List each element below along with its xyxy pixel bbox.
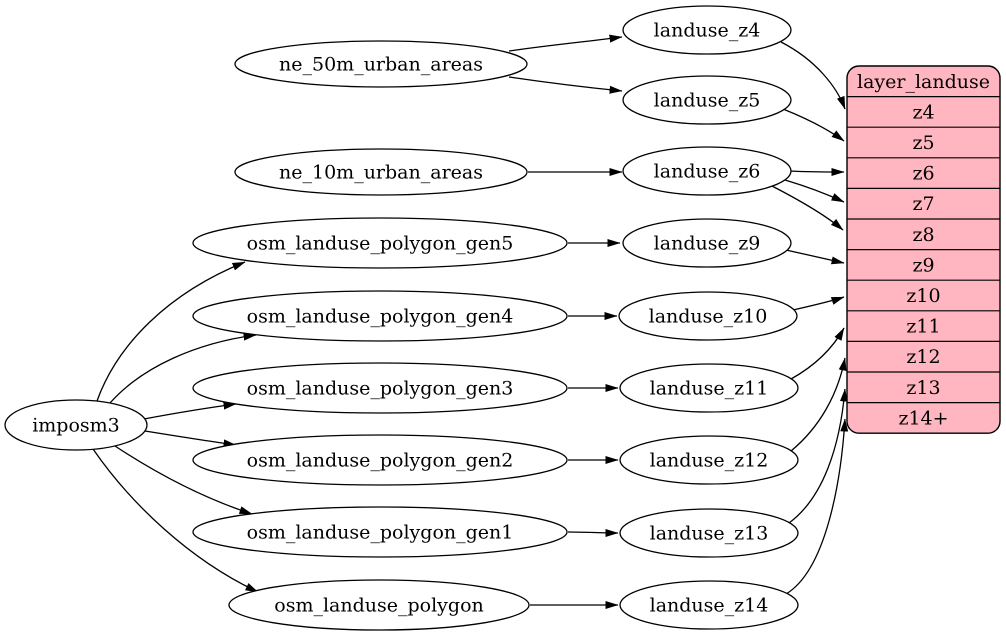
edge-landuse_z5-to-layer_landuse.z5 — [782, 108, 845, 142]
node-landuse_z11: landuse_z11 — [619, 363, 799, 413]
node-label-landuse_z14: landuse_z14 — [650, 594, 769, 616]
node-imposm3: imposm3 — [4, 399, 148, 451]
node-ellipse-ne_10m_urban_areas — [234, 148, 528, 196]
edge-landuse_z4-to-layer_landuse.z4 — [780, 41, 846, 110]
table-row-z10: z10 — [906, 285, 940, 307]
node-landuse_z12: landuse_z12 — [619, 435, 799, 485]
node-osm_landuse_polygon_gen5: osm_landuse_polygon_gen5 — [192, 217, 568, 269]
edge-osm_landuse_polygon_gen1-to-landuse_z13 — [567, 528, 619, 537]
table-row-z5: z5 — [912, 132, 934, 154]
edge-imposm3-to-osm_landuse_polygon_gen3 — [143, 401, 237, 420]
node-ellipse-landuse_z11 — [619, 363, 799, 413]
node-osm_landuse_polygon_gen2: osm_landuse_polygon_gen2 — [192, 434, 568, 486]
edge-landuse_z6-to-layer_landuse.z7 — [784, 179, 845, 203]
edge-imposm3-to-osm_landuse_polygon_gen2 — [144, 430, 237, 448]
node-landuse_z13: landuse_z13 — [619, 508, 799, 558]
node-label-landuse_z4: landuse_z4 — [654, 19, 761, 41]
node-ellipse-landuse_z14 — [619, 580, 799, 630]
node-ellipse-osm_landuse_polygon_gen2 — [192, 434, 568, 486]
table-row-z11: z11 — [906, 316, 940, 338]
node-label-landuse_z6: landuse_z6 — [654, 160, 761, 182]
node-ellipse-osm_landuse_polygon_gen5 — [192, 217, 568, 269]
node-landuse_z14: landuse_z14 — [619, 580, 799, 630]
node-ellipse-imposm3 — [4, 399, 148, 451]
node-label-osm_landuse_polygon: osm_landuse_polygon — [274, 594, 484, 616]
node-label-imposm3: imposm3 — [32, 414, 120, 436]
node-ellipse-osm_landuse_polygon_gen1 — [192, 506, 568, 558]
node-ellipse-osm_landuse_polygon_gen3 — [192, 362, 568, 414]
node-ne_50m_urban_areas: ne_50m_urban_areas — [234, 40, 528, 88]
node-ellipse-landuse_z5 — [622, 75, 792, 125]
node-landuse_z5: landuse_z5 — [622, 75, 792, 125]
node-landuse_z9: landuse_z9 — [622, 218, 792, 268]
node-label-osm_landuse_polygon_gen1: osm_landuse_polygon_gen1 — [247, 521, 514, 543]
table-row-z13: z13 — [906, 377, 940, 399]
edge-landuse_z12-to-layer_landuse.z12 — [790, 357, 847, 452]
node-ellipse-landuse_z13 — [619, 508, 799, 558]
edge-imposm3-to-osm_landuse_polygon_gen1 — [114, 445, 253, 515]
node-landuse_z10: landuse_z10 — [618, 291, 798, 341]
table-row-z14+: z14+ — [898, 407, 948, 429]
edge-ne_50m_urban_areas-to-landuse_z4 — [508, 34, 623, 52]
edge-landuse_z11-to-layer_landuse.z11 — [790, 327, 845, 380]
node-landuse_z6: landuse_z6 — [622, 146, 792, 196]
table-row-z9: z9 — [912, 254, 934, 276]
edge-landuse_z9-to-layer_landuse.z9 — [785, 249, 845, 265]
node-ellipse-landuse_z6 — [622, 146, 792, 196]
edge-imposm3-to-osm_landuse_polygon_gen5 — [96, 261, 246, 402]
node-label-landuse_z11: landuse_z11 — [650, 377, 769, 399]
edges-layer — [92, 34, 849, 610]
edge-landuse_z6-to-layer_landuse.z6 — [789, 167, 845, 176]
node-landuse_z4: landuse_z4 — [622, 5, 792, 55]
node-ellipse-landuse_z9 — [622, 218, 792, 268]
table-row-z12: z12 — [906, 346, 940, 368]
edge-ne_50m_urban_areas-to-landuse_z5 — [508, 76, 623, 94]
node-label-ne_50m_urban_areas: ne_50m_urban_areas — [279, 53, 483, 75]
node-label-osm_landuse_polygon_gen3: osm_landuse_polygon_gen3 — [247, 377, 514, 399]
node-label-landuse_z13: landuse_z13 — [650, 522, 769, 544]
edge-imposm3-to-osm_landuse_polygon_gen4 — [109, 332, 257, 404]
table-row-z8: z8 — [912, 224, 934, 246]
table-row-z7: z7 — [912, 193, 934, 215]
node-label-landuse_z10: landuse_z10 — [649, 305, 768, 327]
node-osm_landuse_polygon: osm_landuse_polygon — [228, 579, 530, 631]
node-ne_10m_urban_areas: ne_10m_urban_areas — [234, 148, 528, 196]
node-ellipse-landuse_z12 — [619, 435, 799, 485]
table-row-z4: z4 — [912, 101, 934, 123]
node-label-osm_landuse_polygon_gen5: osm_landuse_polygon_gen5 — [247, 232, 514, 254]
edge-landuse_z10-to-layer_landuse.z10 — [792, 296, 845, 311]
edge-landuse_z14-to-layer_landuse.z14+ — [785, 418, 849, 595]
node-osm_landuse_polygon_gen3: osm_landuse_polygon_gen3 — [192, 362, 568, 414]
node-label-ne_10m_urban_areas: ne_10m_urban_areas — [279, 161, 483, 183]
edge-imposm3-to-osm_landuse_polygon — [92, 448, 259, 593]
node-osm_landuse_polygon_gen1: osm_landuse_polygon_gen1 — [192, 506, 568, 558]
table-title: layer_landuse — [857, 71, 990, 93]
table-layer_landuse: layer_landuse z4 z5 z6 z7 z8 z9 z10 z11 z12 z13 z14… — [846, 65, 1001, 434]
node-ellipse-landuse_z10 — [618, 291, 798, 341]
node-ellipse-ne_50m_urban_areas — [234, 40, 528, 88]
node-label-landuse_z9: landuse_z9 — [654, 232, 761, 254]
edge-landuse_z13-to-layer_landuse.z13 — [788, 388, 848, 524]
node-label-osm_landuse_polygon_gen2: osm_landuse_polygon_gen2 — [247, 449, 514, 471]
node-ellipse-osm_landuse_polygon — [228, 579, 530, 631]
table-row-z6: z6 — [912, 163, 934, 185]
node-osm_landuse_polygon_gen4: osm_landuse_polygon_gen4 — [192, 290, 568, 342]
node-label-landuse_z12: landuse_z12 — [650, 449, 769, 471]
node-ellipse-landuse_z4 — [622, 5, 792, 55]
node-ellipse-osm_landuse_polygon_gen4 — [192, 290, 568, 342]
edge-landuse_z6-to-layer_landuse.z8 — [771, 185, 844, 231]
node-label-landuse_z5: landuse_z5 — [654, 89, 761, 111]
node-label-osm_landuse_polygon_gen4: osm_landuse_polygon_gen4 — [247, 305, 514, 327]
